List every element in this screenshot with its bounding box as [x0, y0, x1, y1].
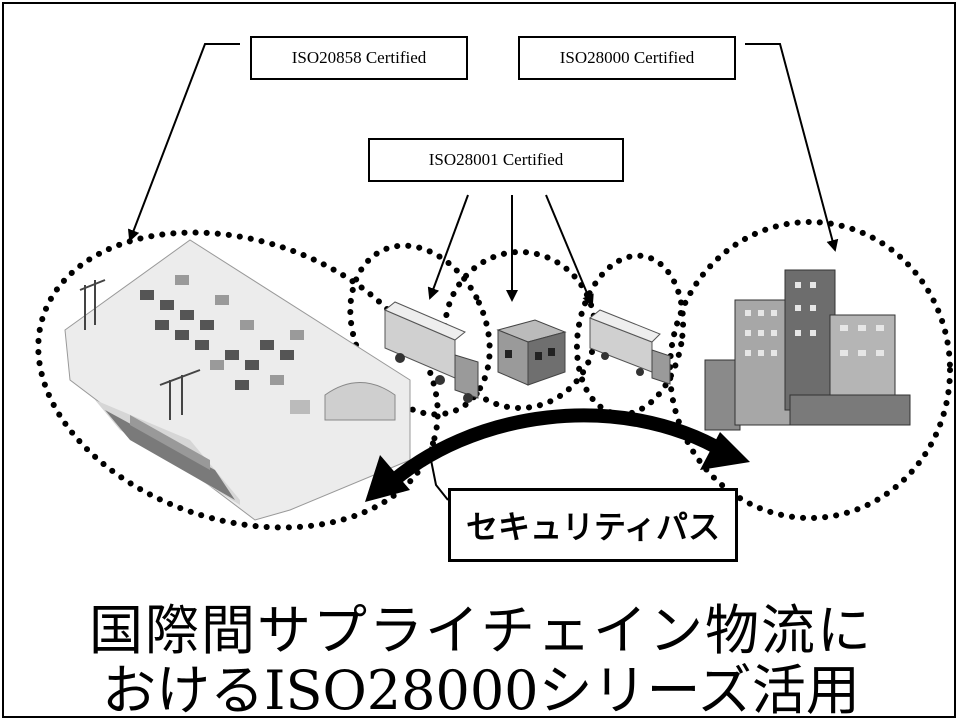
office-buildings-icon: [704, 269, 911, 431]
title-line-1: 国際間サプライチェイン物流に: [89, 599, 873, 662]
security-path-label: セキュリティパス: [448, 488, 738, 562]
iso28001-certified-label: ISO28001 Certified: [368, 138, 624, 182]
iso20858-arrow: [127, 43, 240, 242]
iso28001-arrow-right: [545, 194, 594, 307]
truck-zone-outline-2: [573, 252, 687, 418]
iso28000-certified-label: ISO28000 Certified: [518, 36, 736, 80]
iso20858-certified-label: ISO20858 Certified: [250, 36, 468, 80]
warehouse-icon: [496, 319, 567, 386]
iso28001-arrow-left: [427, 194, 469, 300]
port-illustration: [64, 239, 411, 521]
security-path-arrow: [365, 408, 750, 502]
iso28000-arrow: [745, 43, 839, 252]
truck-icon: [384, 301, 479, 403]
title-line-2: おけるISO28000シリーズ活用: [102, 659, 860, 722]
port-zone-outline: [35, 229, 441, 531]
truck-icon-2: [589, 309, 671, 385]
